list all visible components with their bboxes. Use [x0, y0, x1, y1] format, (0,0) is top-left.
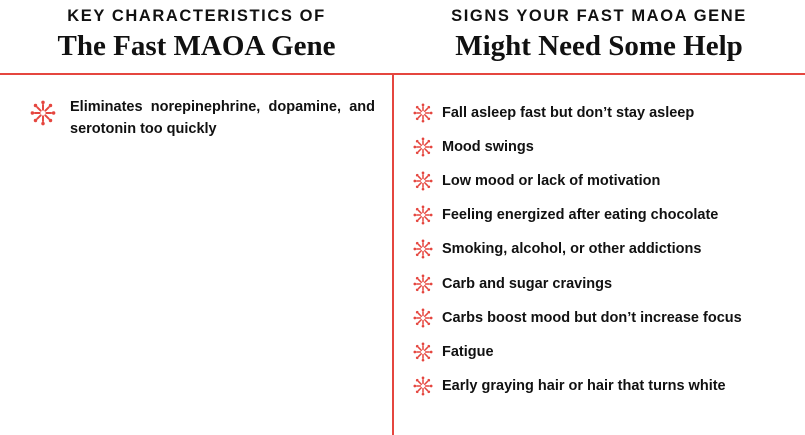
right-column-header: SIGNS YOUR FAST MAOA GENE Might Need Som…: [393, 0, 805, 63]
list-item-text: Mood swings: [442, 139, 534, 156]
left-kicker: KEY CHARACTERISTICS OF: [67, 7, 326, 25]
list-item-text: Early graying hair or hair that turns wh…: [442, 377, 726, 394]
list-item: Feeling energized after eating chocolate: [413, 198, 793, 232]
list-item: Fatigue: [413, 335, 793, 369]
list-item-text: Carbs boost mood but don’t increase focu…: [442, 309, 742, 326]
list-item-text: Fatigue: [442, 343, 494, 360]
right-title: Might Need Some Help: [455, 30, 743, 62]
asterisk-burst-icon: [30, 100, 56, 126]
list-item: Carb and sugar cravings: [413, 266, 793, 300]
list-item: Low mood or lack of motivation: [413, 164, 793, 198]
left-column-header: KEY CHARACTERISTICS OF The Fast MAOA Gen…: [0, 0, 393, 63]
list-item-text: Carb and sugar cravings: [442, 275, 613, 292]
right-kicker: SIGNS YOUR FAST MAOA GENE: [451, 7, 747, 25]
list-item-text: Feeling energized after eating chocolate: [442, 207, 719, 224]
list-item: Mood swings: [413, 130, 793, 164]
asterisk-burst-icon: [413, 308, 433, 328]
characteristics-list: Eliminates norepinephrine, dopamine, and…: [30, 96, 375, 140]
asterisk-burst-icon: [413, 239, 433, 259]
list-item-text: Smoking, alcohol, or other addictions: [442, 241, 702, 258]
signs-list: Fall asleep fast but don’t stay asleep M…: [413, 96, 793, 403]
asterisk-burst-icon: [413, 137, 433, 157]
asterisk-burst-icon: [413, 342, 433, 362]
left-title: The Fast MAOA Gene: [57, 30, 336, 62]
vertical-divider: [392, 73, 394, 435]
list-item-text: Low mood or lack of motivation: [442, 173, 661, 190]
asterisk-burst-icon: [413, 376, 433, 396]
list-item-text: Eliminates norepinephrine, dopamine, and…: [70, 99, 375, 137]
list-item: Fall asleep fast but don’t stay asleep: [413, 96, 793, 130]
horizontal-divider: [0, 73, 805, 75]
asterisk-burst-icon: [413, 171, 433, 191]
list-item: Smoking, alcohol, or other addictions: [413, 232, 793, 266]
asterisk-burst-icon: [413, 103, 433, 123]
list-item: Carbs boost mood but don’t increase focu…: [413, 301, 793, 335]
asterisk-burst-icon: [413, 274, 433, 294]
asterisk-burst-icon: [413, 205, 433, 225]
list-item: Eliminates norepinephrine, dopamine, and…: [30, 96, 375, 140]
list-item: Early graying hair or hair that turns wh…: [413, 369, 793, 403]
list-item-text: Fall asleep fast but don’t stay asleep: [442, 105, 695, 122]
